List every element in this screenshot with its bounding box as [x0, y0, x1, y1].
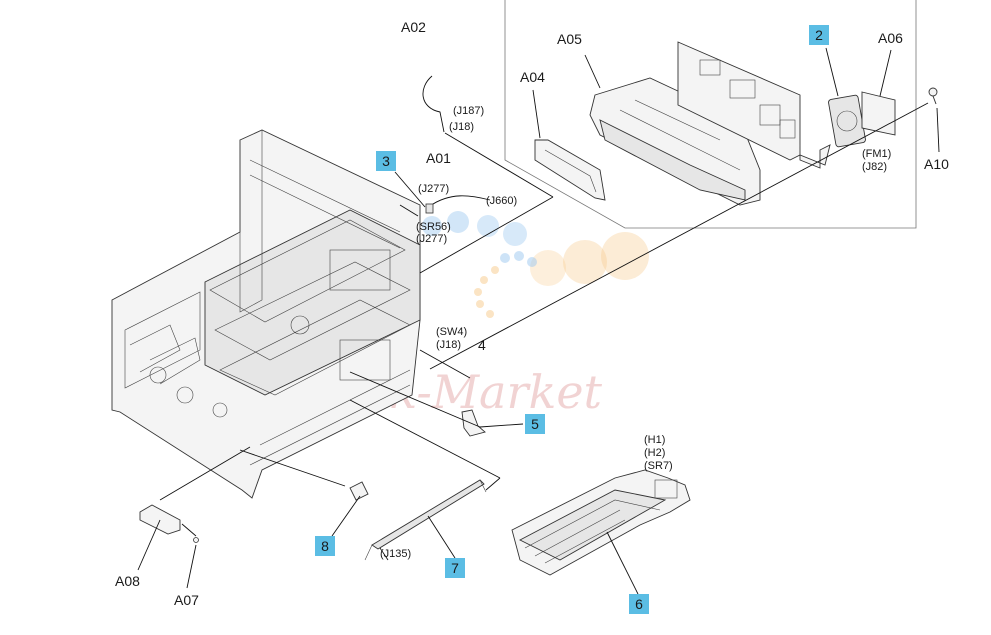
label-j277-bottom: (J277) — [416, 233, 447, 245]
label-j660: (J660) — [486, 195, 517, 207]
callout-3: 3 — [376, 151, 396, 171]
part-8-bracket — [349, 481, 369, 501]
label-fm1: (FM1) — [862, 148, 891, 160]
part-controller-board — [677, 41, 831, 169]
printer-chassis — [111, 129, 421, 499]
part-6-fuser — [511, 469, 691, 576]
svg-text:8: 8 — [321, 538, 329, 554]
label-j82: (J82) — [862, 161, 887, 173]
svg-text:2: 2 — [815, 27, 823, 43]
part-a06-shield — [861, 91, 896, 136]
label-a06: A06 — [878, 30, 903, 46]
callout-7: 7 — [445, 558, 465, 578]
label-sr56: (SR56) — [416, 221, 451, 233]
label-a07: A07 — [174, 592, 199, 608]
svg-text:3: 3 — [382, 153, 390, 169]
label-h2: (H2) — [644, 447, 665, 459]
label-j187: (J187) — [453, 105, 484, 117]
label-a04: A04 — [520, 69, 545, 85]
part-a10-screw — [928, 87, 938, 105]
part-5-sensor — [461, 409, 486, 437]
callout-2: 2 — [809, 25, 829, 45]
label-a08: A08 — [115, 573, 140, 589]
label-h1: (H1) — [644, 434, 665, 446]
callout-5: 5 — [525, 414, 545, 434]
label-sw4: (SW4) — [436, 326, 467, 338]
subassembly-frame — [504, 0, 917, 229]
callout-4: 4 — [478, 337, 486, 353]
svg-text:5: 5 — [531, 416, 539, 432]
part-a08 — [139, 504, 181, 535]
label-a01: A01 — [426, 150, 451, 166]
svg-text:7: 7 — [451, 560, 459, 576]
label-j135: (J135) — [380, 548, 411, 560]
svg-text:4: 4 — [478, 337, 486, 353]
label-j277-top: (J277) — [418, 183, 449, 195]
label-a10: A10 — [924, 156, 949, 172]
label-a05: A05 — [557, 31, 582, 47]
svg-text:6: 6 — [635, 596, 643, 612]
label-a02: A02 — [401, 19, 426, 35]
part-a04-cover — [534, 139, 606, 201]
part-7-lever — [364, 479, 487, 561]
label-j18-mid: (J18) — [436, 339, 461, 351]
label-j18-top: (J18) — [449, 121, 474, 133]
part-a07-screw — [193, 537, 199, 543]
part-a02-cable — [422, 75, 445, 133]
callout-6: 6 — [629, 594, 649, 614]
callout-8: 8 — [315, 536, 335, 556]
label-sr7: (SR7) — [644, 460, 673, 472]
part-a01-cable — [429, 195, 491, 207]
